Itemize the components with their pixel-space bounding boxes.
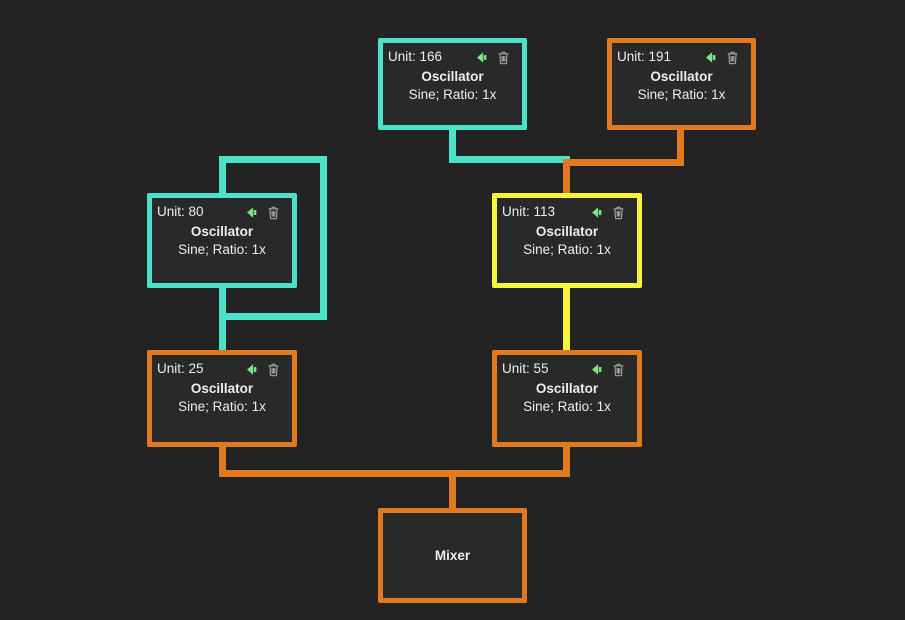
node-oscillator-191[interactable]: Unit: 191 Oscillator Sine; Ratio: 1x bbox=[607, 38, 756, 130]
edge-osc166-drop bbox=[449, 126, 456, 163]
node-header: Unit: 166 bbox=[383, 43, 522, 65]
node-oscillator-113[interactable]: Unit: 113 Oscillator Sine; Ratio: 1x bbox=[492, 193, 642, 288]
edge-osc25-drop bbox=[219, 441, 226, 477]
unit-label: Unit: 191 bbox=[617, 49, 672, 64]
speaker-icon[interactable] bbox=[590, 363, 603, 376]
node-subtitle: Sine; Ratio: 1x bbox=[523, 399, 611, 414]
node-header: Unit: 55 bbox=[497, 355, 637, 377]
edge-osc55-drop bbox=[563, 441, 570, 477]
unit-label: Unit: 55 bbox=[502, 361, 549, 376]
edge-osc80-to-osc25 bbox=[219, 284, 226, 352]
speaker-icon[interactable] bbox=[590, 206, 603, 219]
trash-icon[interactable] bbox=[267, 205, 280, 220]
node-subtitle: Sine; Ratio: 1x bbox=[178, 399, 266, 414]
edge-osc166-horizontal bbox=[449, 156, 570, 163]
trash-icon[interactable] bbox=[612, 362, 625, 377]
node-header: Unit: 25 bbox=[152, 355, 292, 377]
node-title: Oscillator bbox=[190, 224, 254, 239]
node-subtitle: Sine; Ratio: 1x bbox=[637, 87, 726, 102]
node-header: Unit: 191 bbox=[612, 43, 751, 65]
edge-osc80-loop-top bbox=[219, 156, 327, 163]
node-subtitle: Sine; Ratio: 1x bbox=[408, 87, 497, 102]
node-subtitle: Sine; Ratio: 1x bbox=[523, 242, 611, 257]
speaker-icon[interactable] bbox=[245, 206, 258, 219]
node-title: Mixer bbox=[434, 548, 471, 563]
unit-label: Unit: 166 bbox=[388, 49, 443, 64]
trash-icon[interactable] bbox=[726, 50, 739, 65]
edge-mixer-horizontal-right bbox=[449, 470, 570, 477]
edge-osc80-loop-right bbox=[320, 156, 327, 320]
speaker-icon[interactable] bbox=[245, 363, 258, 376]
edge-mixer-horizontal-left bbox=[219, 470, 456, 477]
node-oscillator-80[interactable]: Unit: 80 Oscillator Sine; Ratio: 1x bbox=[147, 193, 297, 288]
node-header: Unit: 80 bbox=[152, 198, 292, 220]
trash-icon[interactable] bbox=[497, 50, 510, 65]
edge-into-osc113 bbox=[563, 159, 570, 198]
node-title: Oscillator bbox=[421, 69, 484, 84]
unit-label: Unit: 80 bbox=[157, 204, 204, 219]
node-title: Oscillator bbox=[650, 69, 713, 84]
edge-osc191-drop bbox=[677, 126, 684, 166]
speaker-icon[interactable] bbox=[475, 51, 488, 64]
speaker-icon[interactable] bbox=[704, 51, 717, 64]
node-title: Oscillator bbox=[535, 224, 599, 239]
node-oscillator-55[interactable]: Unit: 55 Oscillator Sine; Ratio: 1x bbox=[492, 350, 642, 447]
edge-osc80-loop-in bbox=[219, 156, 226, 198]
edge-osc191-horizontal bbox=[563, 159, 684, 166]
node-mixer[interactable]: Mixer bbox=[378, 508, 527, 603]
node-oscillator-166[interactable]: Unit: 166 Oscillator Sine; Ratio: 1x bbox=[378, 38, 527, 130]
unit-label: Unit: 113 bbox=[502, 204, 556, 219]
node-header: Unit: 113 bbox=[497, 198, 637, 220]
edge-osc113-to-osc55 bbox=[563, 284, 570, 352]
trash-icon[interactable] bbox=[612, 205, 625, 220]
node-oscillator-25[interactable]: Unit: 25 Oscillator Sine; Ratio: 1x bbox=[147, 350, 297, 447]
node-title: Oscillator bbox=[535, 381, 599, 396]
node-title: Oscillator bbox=[190, 381, 254, 396]
unit-label: Unit: 25 bbox=[157, 361, 204, 376]
trash-icon[interactable] bbox=[267, 362, 280, 377]
edge-mixer-drop bbox=[449, 470, 456, 512]
node-subtitle: Sine; Ratio: 1x bbox=[178, 242, 266, 257]
edge-osc80-loop-bottom bbox=[219, 313, 327, 320]
